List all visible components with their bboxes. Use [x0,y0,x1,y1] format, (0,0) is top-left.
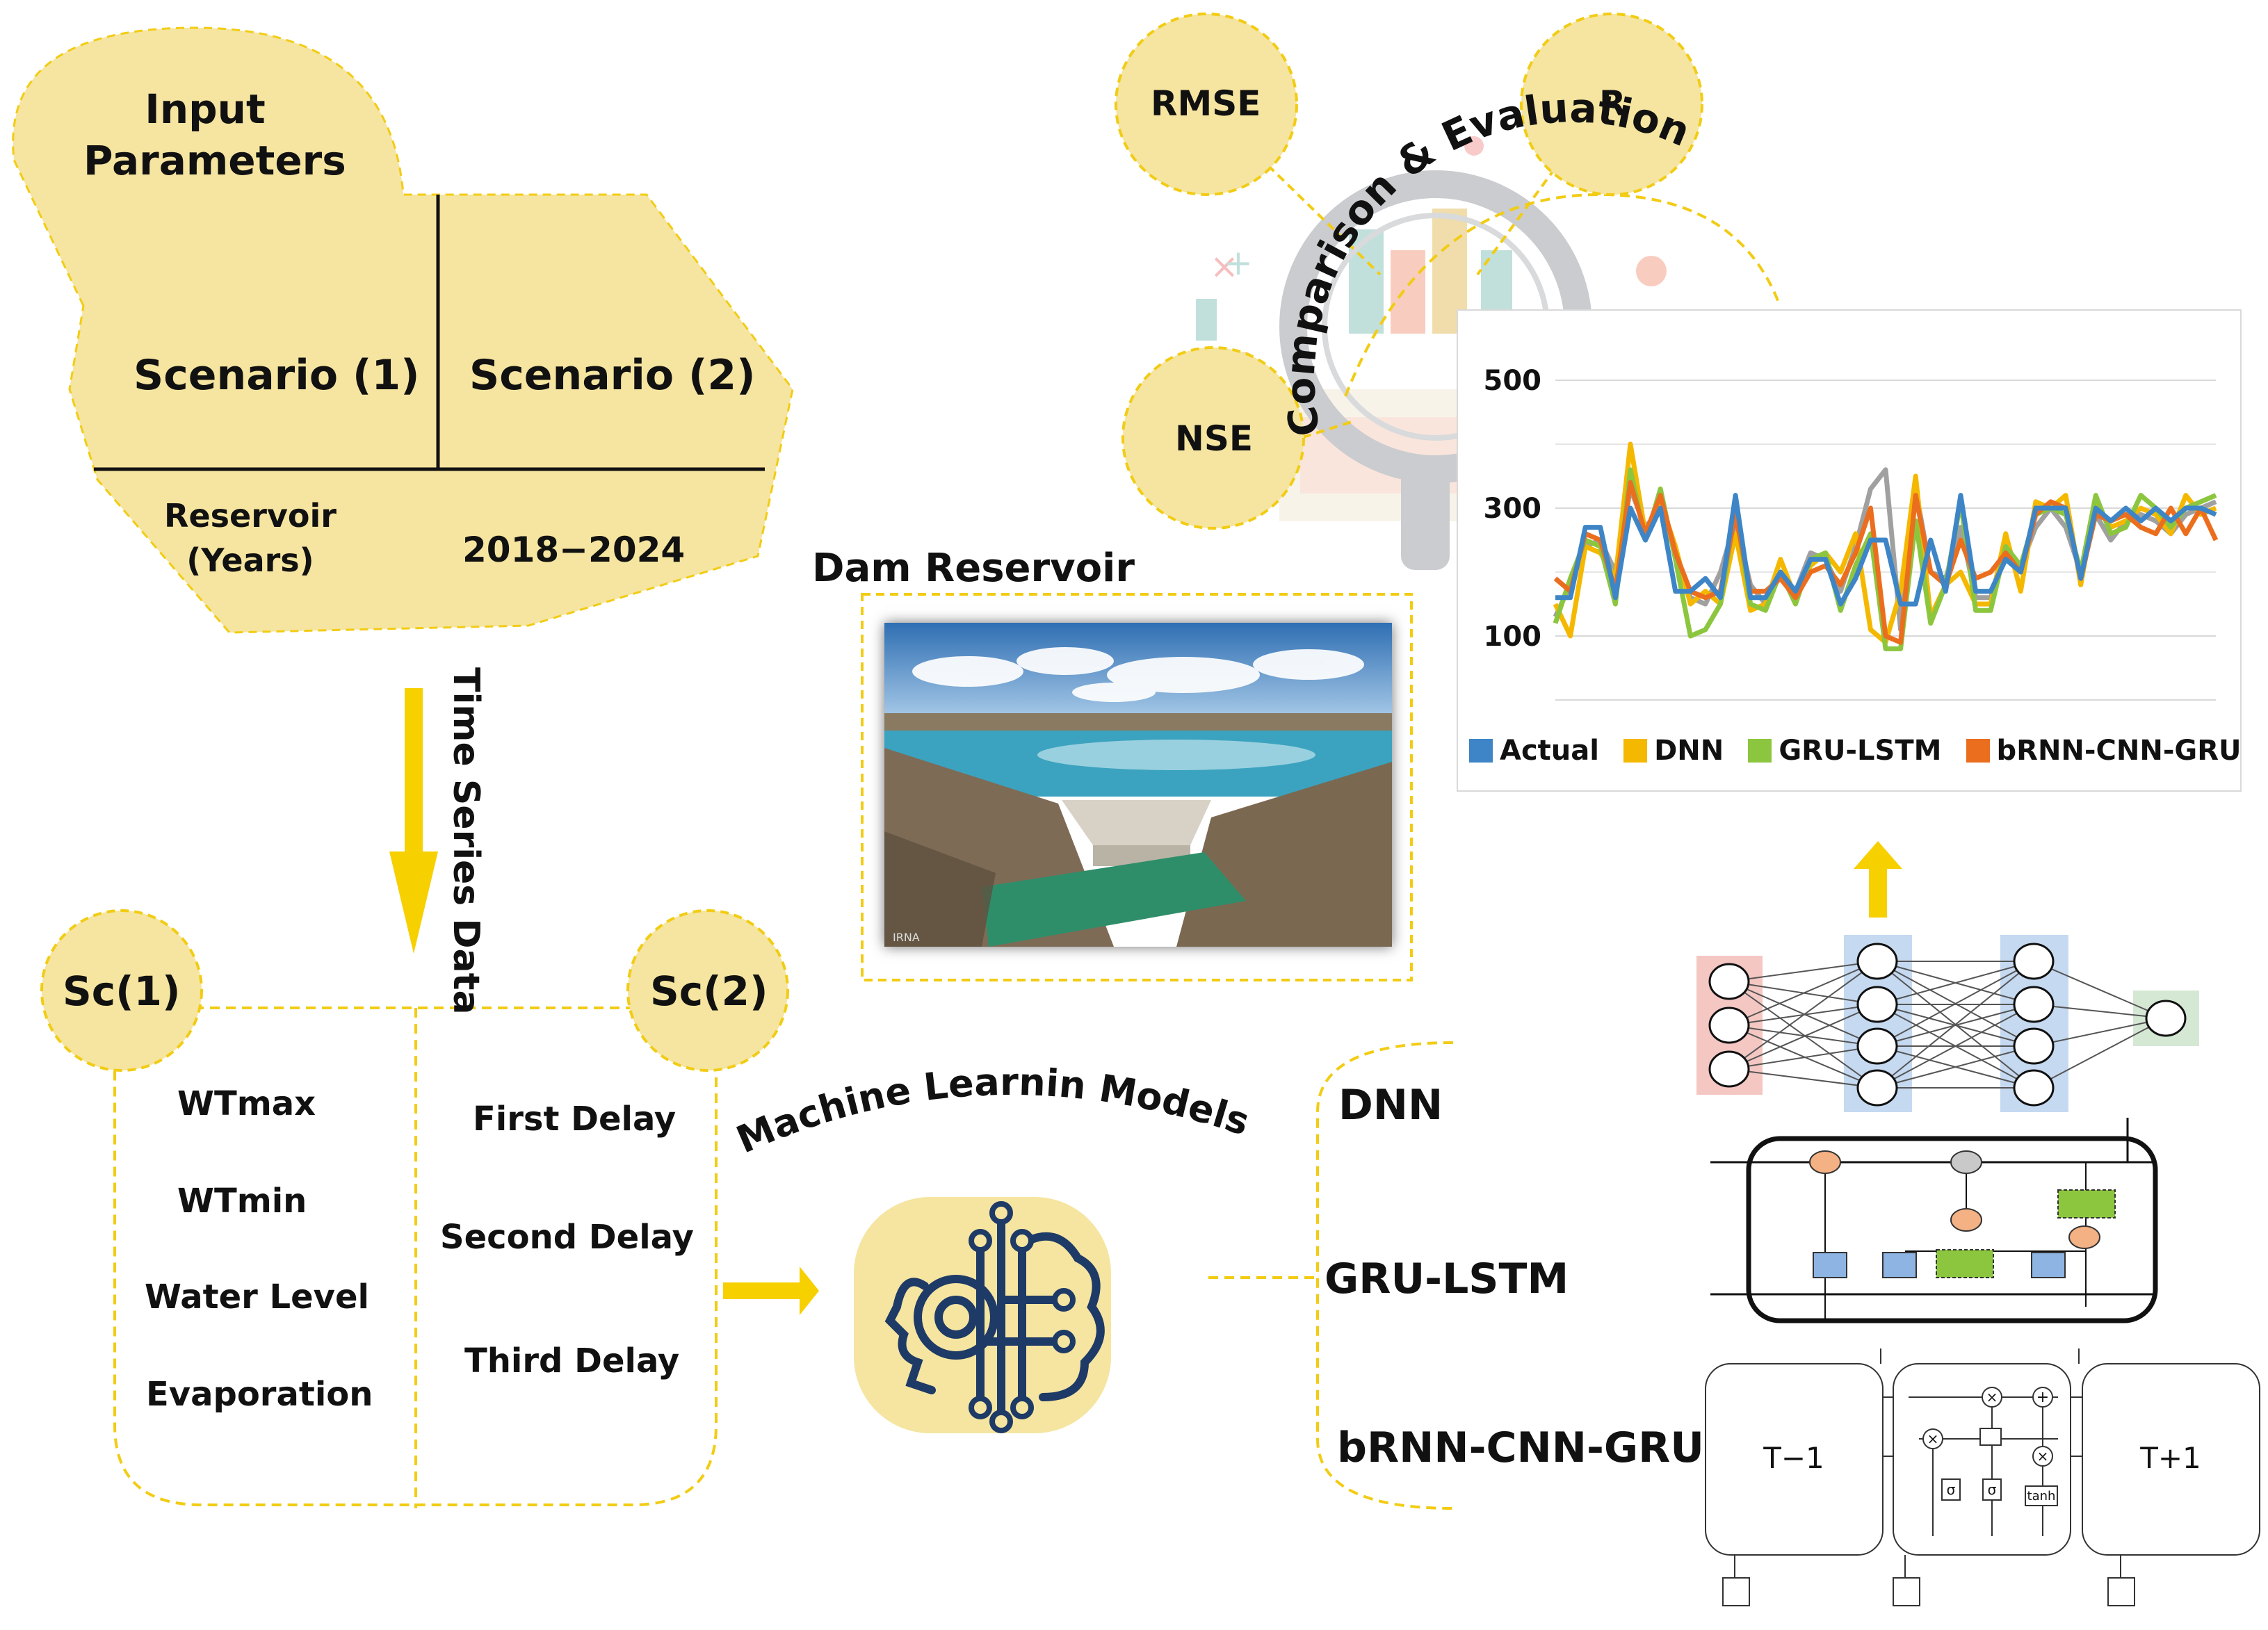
legend-gru-lstm: GRU-LSTM [1748,735,1941,767]
chart-legend: Actual DNN GRU-LSTM bRNN-CNN-GRU [1469,735,2262,767]
dam-reservoir-title: Dam Reservoir [812,546,1135,591]
model-brnn-label: bRNN-CNN-GRU [1337,1424,1705,1472]
dnn-edge [1728,1045,1878,1070]
dnn-edge [1877,1045,2034,1089]
r-label: R [1599,83,1626,124]
y-tick-label: 500 [1484,365,1542,397]
dnn-edge [1877,1004,2034,1089]
dnn-node [2013,1069,2055,1107]
sc2-label: Sc(2) [650,968,768,1015]
rmse-label: RMSE [1151,83,1261,124]
cell-symbol-times: × [2037,1448,2049,1465]
ml-brain-icon [854,1197,1111,1433]
brnn-cell-diagram [1705,1348,2260,1606]
time-series-label: Time Series Data [445,667,487,1015]
dnn-node [1856,1069,1898,1107]
dnn-node [1708,1050,1750,1088]
scenario-parameters-box [40,909,789,1508]
sc1-label: Sc(1) [63,968,181,1015]
series-line-actual [1555,493,2217,607]
dnn-node [2013,943,2055,980]
model-dnn-label: DNN [1338,1081,1443,1130]
dnn-edge [2033,1018,2166,1089]
cell-symbol-tanh: tanh [2027,1489,2056,1503]
dnn-edge [1728,981,1878,1047]
dnn-edge [1728,1025,1878,1047]
input-parameters-block [12,26,794,634]
dnn-node [2145,1000,2187,1037]
legend-actual: Actual [1469,735,1599,767]
dnn-edge [2033,1018,2166,1047]
param-first-delay: First Delay [473,1100,677,1139]
dnn-edge [1877,961,2034,1089]
rmse-circle [1115,13,1298,196]
dnn-node [1856,986,1898,1023]
cell-symbol-plus: + [2036,1389,2049,1406]
cell-symbol-times: × [1927,1431,1939,1447]
dnn-edge [1728,1004,1878,1070]
dnn-node [1708,1006,1750,1044]
dnn-edge [2033,961,2166,1019]
cell-symbol-sigma: σ [1947,1481,1956,1498]
dnn-node [2013,1027,2055,1065]
svg-text:+: + [1224,243,1253,283]
param-wtmin: WTmin [177,1182,307,1221]
nse-circle [1121,346,1305,530]
cell-symbol-next: T+1 [2139,1441,2201,1475]
reservoir-years-label: Reservoir (Years) [164,497,337,579]
nse-label: NSE [1175,418,1254,459]
dnn-edge [1877,961,2034,1047]
output-arrow [1854,841,1902,918]
dnn-edge [1728,961,1878,1070]
photo-watermark: IRNA [893,931,920,944]
param-third-delay: Third Delay [464,1342,680,1380]
dnn-edge [1728,961,1878,1026]
ml-models-title: Machine Learnin Models [730,1060,1254,1162]
dnn-edge [1877,961,2034,1005]
cell-symbol-sigma: σ [1988,1481,1997,1498]
dnn-edge [1728,981,1878,1089]
cell-symbol-prev: T−1 [1763,1441,1824,1475]
param-wtmax: WTmax [177,1084,316,1123]
input-parameters-title: Input Parameters [83,85,346,184]
dnn-network-diagram [1696,935,2199,1112]
param-evaporation: Evaporation [146,1375,373,1414]
years-range: 2018−2024 [462,530,686,570]
brnn-cell-labels: T−1 T+1 tanh σ σ × + × × [1763,1389,2201,1503]
time-series-arrow [389,688,438,954]
legend-brnn: bRNN-CNN-GRU [1966,735,2242,767]
dam-photo-frame [861,593,1413,981]
model-gru-lstm-label: GRU-LSTM [1325,1255,1569,1303]
param-water-level: Water Level [145,1278,369,1317]
models-bracket [1208,1041,1454,1510]
scenario-1-label: Scenario (1) [133,351,420,400]
legend-dnn: DNN [1623,735,1724,767]
param-second-delay: Second Delay [440,1218,694,1257]
dnn-edge [1728,1068,1878,1089]
cell-symbol-times: × [1986,1389,1998,1405]
svg-text:×: × [1210,246,1239,286]
dnn-edge [2033,1004,2166,1019]
dam-reservoir-photo: IRNA [884,623,1392,947]
r-circle [1520,13,1703,196]
dnn-edge [1728,1025,1878,1089]
y-tick-label: 300 [1484,493,1542,525]
dnn-node [2013,986,2055,1023]
dnn-node [1856,943,1898,980]
series-line-brnn-cnn-gru [1553,480,2219,645]
scenario-2-label: Scenario (2) [469,351,756,400]
gru-lstm-diagram [1710,1118,2158,1323]
ml-input-arrow [723,1266,819,1315]
y-tick-label: 100 [1484,621,1542,653]
dnn-node [1708,963,1750,1000]
dnn-edge [1728,961,1878,982]
dnn-node [1856,1027,1898,1065]
